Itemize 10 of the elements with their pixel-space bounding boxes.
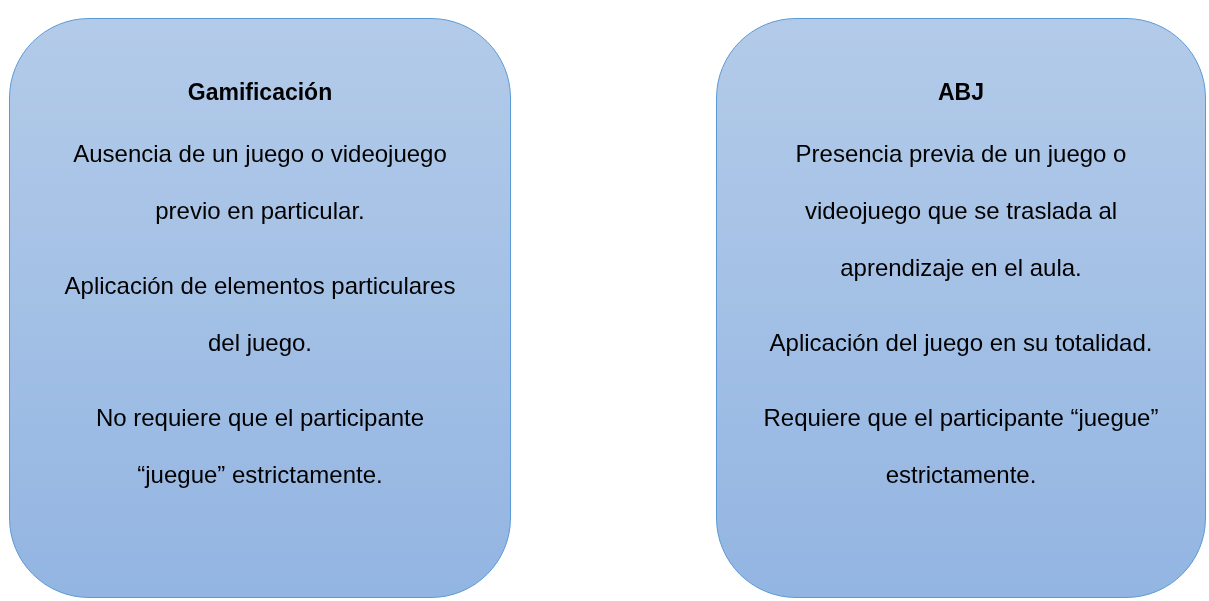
rounded-box xyxy=(9,18,511,598)
box-heading: Gamificación xyxy=(186,78,334,107)
box-text: Aplicación del juego en su totalidad. xyxy=(768,328,1154,358)
box-heading: ABJ xyxy=(937,78,985,107)
box-text: Requiere que el participante “juegue” estrictamente. xyxy=(762,403,1160,490)
box-text: Presencia previa de un juego o videojuego que se traslada al aprendizaje en el aula. xyxy=(794,139,1128,283)
box-text: Ausencia de un juego o videojuego previo en particular. xyxy=(72,139,448,226)
box-text: No requiere que el participante “juegue” estrictamente. xyxy=(94,403,426,490)
box-text: Aplicación de elementos particulares del juego. xyxy=(63,271,457,358)
rounded-box xyxy=(716,18,1206,598)
